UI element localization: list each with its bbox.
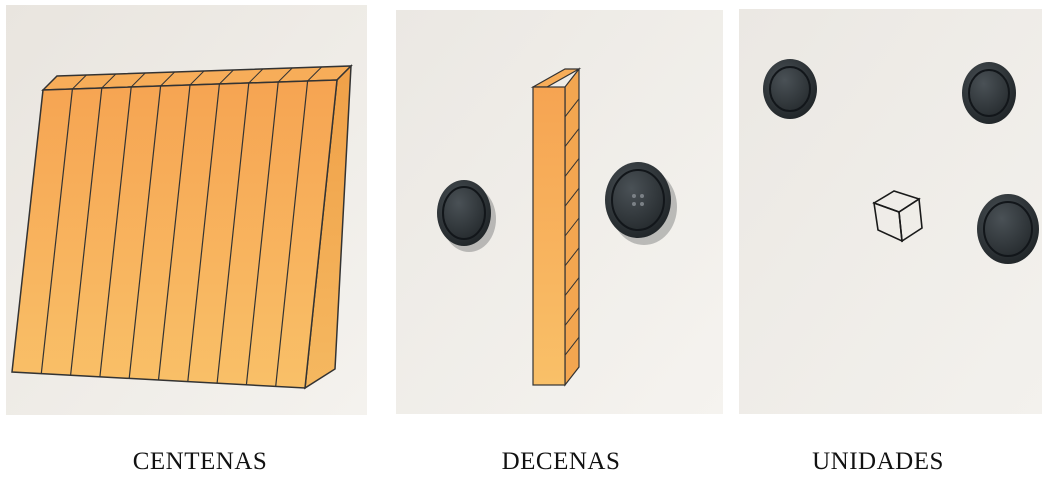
unit-cube bbox=[872, 190, 923, 243]
button-right bbox=[605, 162, 677, 245]
decenas-photo bbox=[396, 10, 723, 414]
centenas-card bbox=[6, 5, 367, 415]
button-top-right bbox=[962, 62, 1016, 124]
label-centenas: CENTENAS bbox=[132, 448, 268, 475]
button-left bbox=[437, 180, 496, 252]
label-decenas: DECENAS bbox=[501, 448, 621, 475]
button-top-left bbox=[763, 59, 817, 119]
hundreds-flat bbox=[11, 64, 353, 390]
decenas-card bbox=[396, 10, 723, 414]
tens-rod bbox=[530, 67, 582, 387]
unidades-photo bbox=[739, 9, 1042, 414]
unidades-card bbox=[739, 9, 1042, 414]
button-bottom-right bbox=[977, 194, 1039, 264]
centenas-photo bbox=[6, 5, 367, 415]
label-unidades: UNIDADES bbox=[812, 448, 944, 475]
